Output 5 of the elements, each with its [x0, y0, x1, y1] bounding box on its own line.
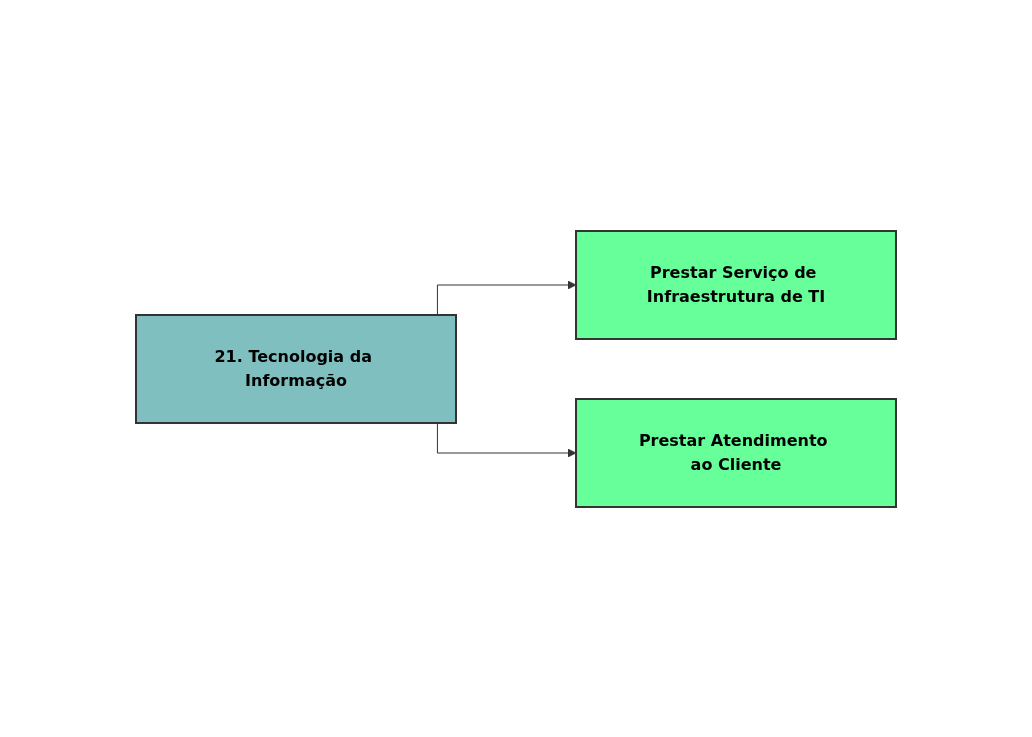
- node-box: Prestar Atendimento ao Cliente: [575, 397, 897, 508]
- arrow: [436, 422, 577, 457]
- arrow: [436, 280, 577, 315]
- node-box: Prestar Serviço de Infraestrutura de TI: [575, 229, 897, 340]
- node-box: 21. Tecnologia da Informação: [135, 313, 457, 424]
